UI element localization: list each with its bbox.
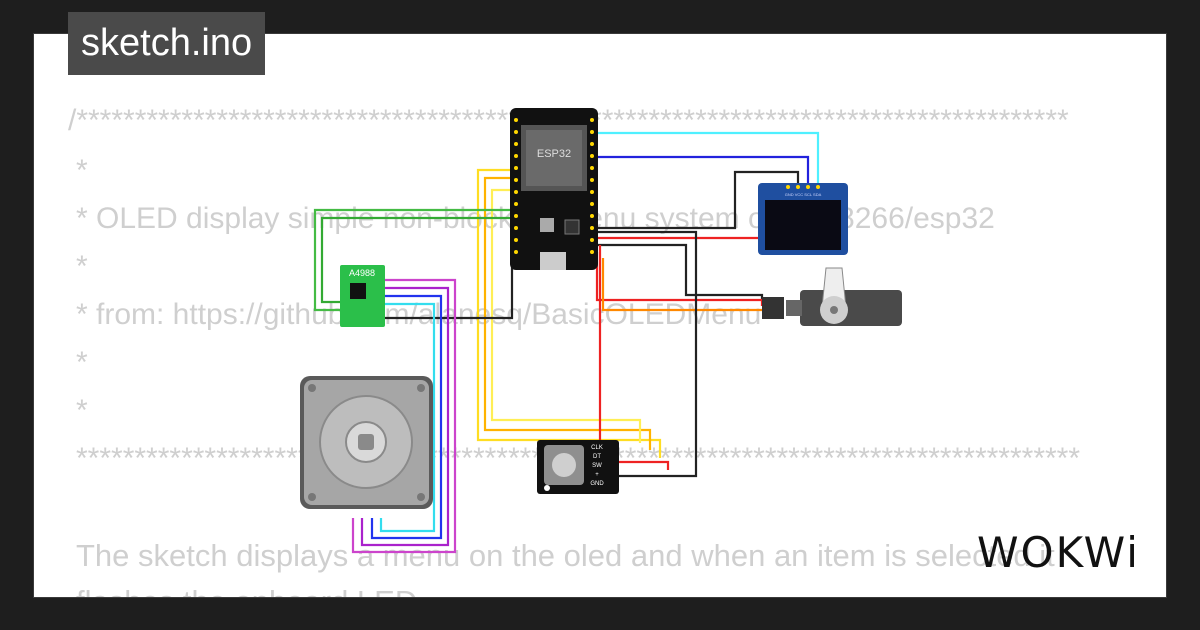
a4988-label: A4988 [349, 268, 375, 278]
wokwi-logo-text: WOKWi [977, 528, 1140, 577]
code-line: * [76, 250, 88, 283]
code-line: * [76, 394, 88, 427]
esp32-label: ESP32 [537, 148, 571, 160]
a4988-driver: A4988 [340, 265, 385, 327]
encoder-pin-label: SW [592, 463, 602, 469]
encoder-pin-label: CLK [591, 445, 603, 451]
stepper-motor [300, 376, 433, 509]
oled-display: GND VCC SCL SDA [758, 183, 848, 255]
encoder-pin-label: DT [593, 454, 601, 460]
code-card: /***************************************… [33, 33, 1167, 598]
esp32-board: ESP32 [510, 108, 598, 270]
wokwi-logo: WOKWi [977, 528, 1140, 577]
oled-pins-label: GND VCC SCL SDA [785, 192, 822, 197]
description-line: flashes the onboard LED [76, 584, 417, 597]
file-title: sketch.ino [68, 12, 266, 75]
code-line: * [76, 154, 88, 187]
encoder-pin-label: GND [590, 481, 604, 487]
encoder-pin-label: + [595, 472, 599, 478]
code-line: * [76, 346, 88, 379]
rotary-encoder: CLK DT SW + GND [537, 440, 619, 494]
description-line: The sketch displays a menu on the oled a… [76, 538, 1055, 573]
servo-motor [762, 267, 902, 326]
